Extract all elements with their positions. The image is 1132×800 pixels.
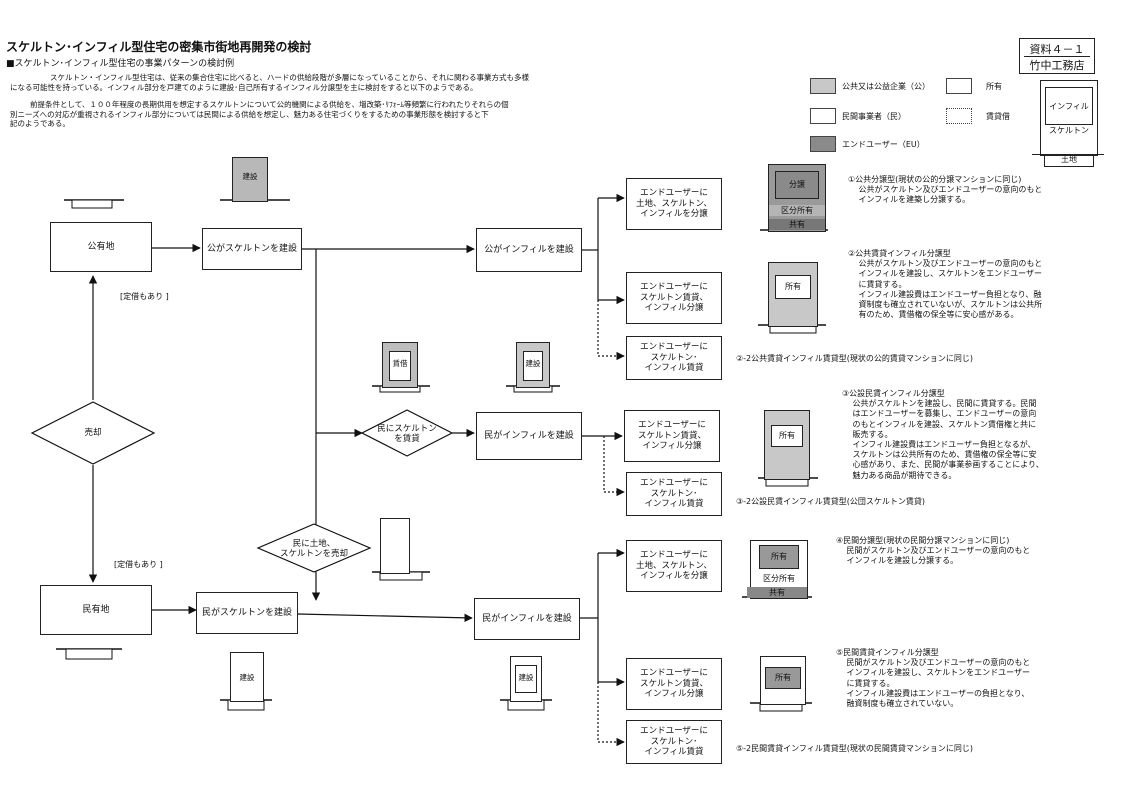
page-subtitle: ■スケルトン･インフィル型住宅の事業パターンの検討例 [6, 59, 235, 69]
sell-to-private: 民に土地、 スケルトンを売却 [279, 539, 348, 559]
pattern-1-shared-label: 共有 [769, 219, 825, 230]
sale-decision: 売却 [84, 428, 102, 438]
legend-skeleton-label: スケルトン [1049, 126, 1089, 135]
pattern-3-description: ③公設民賃インフィル分譲型 公共がスケルトンを建設し、民間に賃貸する。民間 はエ… [842, 389, 1044, 480]
pattern-5-description: ⑤民間賃貸インフィル分譲型 民間がスケルトン及びエンドユーザーの意向のもと イン… [836, 648, 1031, 709]
eu-box-3b: エンドユーザーに スケルトン･ インフィル賃貸 [626, 472, 722, 516]
pattern-2b-description: ②-2公共賃貸インフィル賃貸型(現状の公的賃貸マンションに同じ) [736, 354, 973, 363]
legend-eu-swatch [810, 136, 836, 152]
legend-private-label: 民間事業者（民） [842, 112, 906, 121]
eu-box-1: エンドユーザーに 土地、スケルトン、 インフィルを分譲 [626, 178, 722, 230]
document-tag: 資料４－１ 竹中工務店 [1019, 38, 1095, 74]
pattern-5-building: 所有 [760, 656, 806, 705]
lease-skeleton-to-private: 民にスケルトン を賃貸 [377, 424, 437, 444]
company-name: 竹中工務店 [1024, 56, 1090, 73]
pattern-3b-description: ③-2公設民賃インフィル賃貸型(公団スケルトン賃貸) [736, 497, 925, 506]
building-label: 建設 [239, 673, 255, 682]
eu-box-5b: エンドユーザーに スケルトン･ インフィル賃貸 [626, 720, 722, 764]
building-icon-build-mid: 建設 [516, 342, 550, 388]
legend-public-swatch [810, 78, 836, 94]
eu-box-2: エンドユーザーに スケルトン賃貸、 インフィル分譲 [626, 272, 722, 324]
pattern-1-condo-label: 区分所有 [769, 205, 825, 216]
legend-infill-label: インフィル [1045, 87, 1093, 125]
pattern-4-condo-label: 区分所有 [763, 574, 795, 583]
pattern-4-unit: 所有 [759, 545, 799, 569]
pattern-2-description: ②公共賃貸インフィル分譲型 公共がスケルトン及びエンドユーザーの意向のもと イン… [848, 249, 1043, 320]
building-icon-private-build: 建設 [230, 652, 264, 702]
leasehold-note-top: [定借もあり ] [120, 292, 169, 301]
private-land-node: 民有地 [40, 585, 152, 635]
pattern-1-building: 分譲 区分所有 共有 [768, 164, 826, 232]
legend-own-swatch [946, 78, 972, 94]
building-icon-private-infill: 建設 [510, 656, 542, 702]
pattern-2-unit: 所有 [775, 275, 811, 299]
building-label: 建設 [525, 359, 541, 368]
private-build-skeleton: 民がスケルトンを建設 [196, 592, 298, 634]
public-build-infill: 公がインフィルを建設 [476, 228, 582, 272]
pattern-3-unit: 所有 [771, 425, 803, 447]
eu-box-2b: エンドユーザーに スケルトン･ インフィル賃貸 [626, 336, 722, 380]
pattern-5b-description: ⑤-2民間賃貸インフィル賃貸型(現状の民間賃貸マンションに同じ) [736, 744, 973, 753]
pattern-1-description: ①公共分譲型(現状の公的分譲マンションに同じ) 公共がスケルトン及びエンドユーザ… [848, 175, 1043, 205]
eu-box-4: エンドユーザーに 土地、スケルトン、 インフィルを分譲 [626, 540, 722, 592]
pattern-4-building: 所有 区分所有 共有 [747, 540, 808, 599]
legend-own-label: 所有 [986, 82, 1002, 91]
eu-box-3: エンドユーザーに スケルトン賃貸、 インフィル分譲 [624, 410, 720, 462]
building-label: 賃借 [392, 359, 408, 368]
private-build-infill-mid: 民がインフィルを建設 [476, 412, 582, 460]
intro-paragraph-2: 前提条件として、１００年程度の長期供用を想定するスケルトンについて公的機関による… [10, 100, 509, 128]
public-land-node: 公有地 [50, 222, 152, 272]
intro-paragraph-1: スケルトン・インフィル型住宅は、従来の集合住宅に比べると、ハードの供給段階が多層… [10, 73, 529, 92]
legend-rent-label: 賃貸借 [986, 112, 1010, 121]
leasehold-note-bottom: [定借もあり ] [114, 560, 163, 569]
building-icon-public-build: 建設 [232, 157, 268, 202]
pattern-3-building: 所有 [764, 410, 810, 480]
legend-eu-label: エンドユーザー（EU） [842, 140, 925, 149]
legend-public-label: 公共又は公益企業（公） [842, 82, 930, 91]
building-label: 建設 [242, 172, 258, 181]
document-number: 資料４－１ [1029, 43, 1085, 56]
legend-ground-line [1032, 154, 1104, 155]
building-icon-sold [380, 518, 410, 574]
pattern-4-description: ④民間分譲型(現状の民間分譲マンションに同じ) 民間がスケルトン及びエンドユーザ… [836, 536, 1031, 566]
building-icon-lease: 賃借 [382, 342, 418, 388]
pattern-4-shared-label: 共有 [747, 587, 807, 598]
legend-land-label: 土地 [1044, 154, 1094, 167]
legend-rent-swatch [946, 108, 972, 124]
legend-building-icon: インフィル スケルトン [1040, 80, 1098, 156]
legend-private-swatch [810, 108, 836, 124]
building-label: 建設 [518, 673, 534, 682]
pattern-5-unit: 所有 [765, 667, 801, 689]
pattern-1-unit: 分譲 [775, 171, 819, 199]
page-title: スケルトン･インフィル型住宅の密集市街地再開発の検討 [6, 40, 312, 54]
public-build-skeleton: 公がスケルトンを建設 [202, 228, 302, 270]
pattern-2-building: 所有 [768, 262, 818, 327]
private-build-infill-bottom: 民がインフィルを建設 [474, 598, 580, 640]
eu-box-5: エンドユーザーに スケルトン賃貸、 インフィル分譲 [626, 658, 722, 710]
